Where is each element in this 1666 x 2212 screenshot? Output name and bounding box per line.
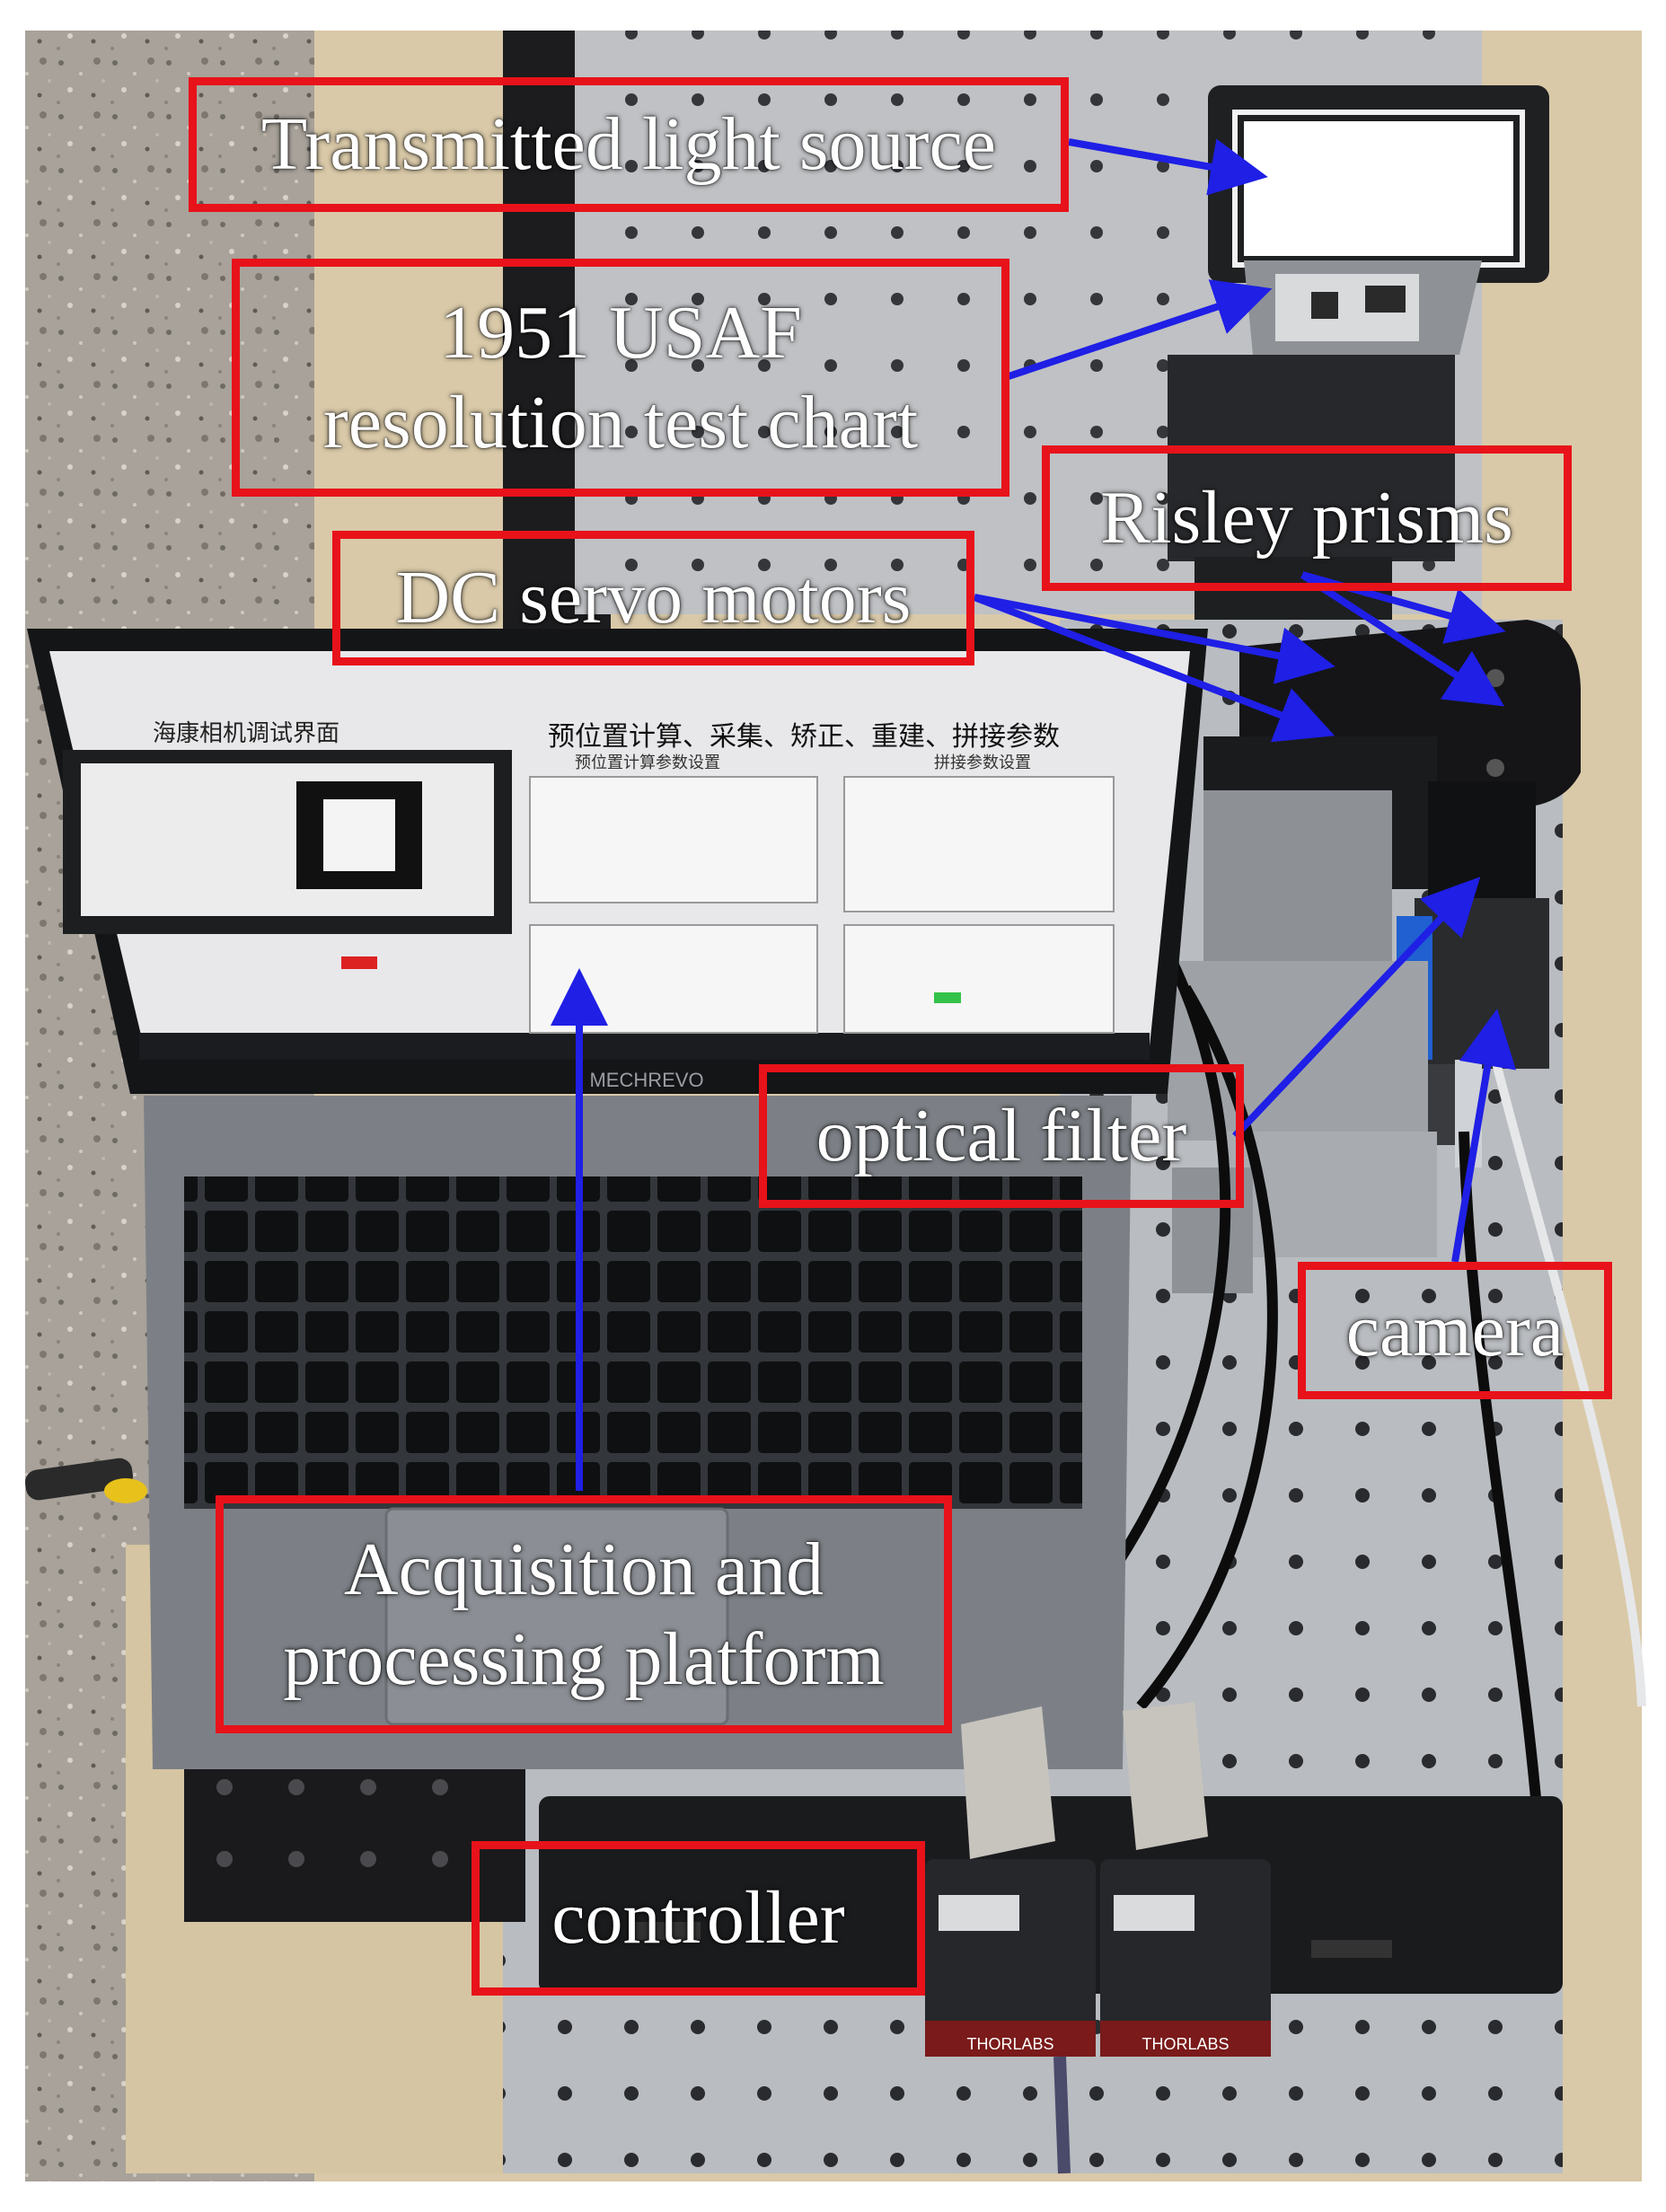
- light-source: [1208, 85, 1549, 283]
- label-camera: camera: [1345, 1288, 1565, 1372]
- callout-optical-filter: optical filter: [759, 1064, 1244, 1208]
- laptop-brand: MECHREVO: [589, 1069, 703, 1091]
- controller-right-brand: THORLABS: [1142, 2035, 1229, 2053]
- controller-units: THORLABS THORLABS: [925, 1859, 1271, 2174]
- label-platform-line1: Acquisition and: [343, 1528, 824, 1612]
- callout-camera: camera: [1298, 1262, 1612, 1399]
- callout-controller: controller: [472, 1841, 925, 1996]
- arrow-light-source: [1068, 138, 1268, 196]
- callout-platform: Acquisition and processing platform: [216, 1495, 952, 1733]
- usb-plug: [25, 1458, 147, 1503]
- arrow-motor-upper: [974, 594, 1335, 684]
- arrow-test-chart: [1004, 279, 1273, 381]
- arrow-motor-lower: [973, 594, 1335, 743]
- camera-assembly: [1397, 781, 1549, 1168]
- screen-right-title: 预位置计算、采集、矫正、重建、拼接参数: [548, 721, 1060, 753]
- label-platform-line2: processing platform: [283, 1617, 885, 1701]
- filter-mount: [1168, 961, 1437, 1293]
- label-usaf-line2: resolution test chart: [322, 380, 919, 464]
- screen-sub-left: 预位置计算参数设置: [575, 753, 720, 772]
- test-chart-holder: [1168, 260, 1482, 620]
- laptop: MECHREVO 海康相机调试界面 预位置计算、采集、矫正、重建、拼接参数 预位…: [27, 629, 1208, 1769]
- label-controller: controller: [551, 1876, 845, 1961]
- annotation-arrows: [551, 138, 1517, 1491]
- callout-risley-prisms: Risley prisms: [1042, 445, 1572, 591]
- arrow-optical-filter: [1232, 877, 1481, 1139]
- callout-transmitted-light-source: Transmitted light source: [189, 77, 1069, 212]
- label-optical-filter: optical filter: [815, 1094, 1187, 1178]
- label-risley-prisms: Risley prisms: [1100, 476, 1513, 560]
- label-dc-servo-motors: DC servo motors: [395, 556, 912, 640]
- callout-usaf-chart: 1951 USAF resolution test chart: [232, 259, 1009, 497]
- db-connectors: [961, 1702, 1208, 1859]
- screen-sub-right: 拼接参数设置: [934, 753, 1031, 772]
- label-usaf-line1: 1951 USAF: [439, 291, 802, 375]
- callout-dc-servo-motors: DC servo motors: [332, 531, 974, 665]
- arrow-camera: [1451, 1009, 1517, 1263]
- label-transmitted-light-source: Transmitted light source: [260, 102, 997, 187]
- arrow-prism-lower: [1300, 571, 1505, 707]
- screen-left-title: 海康相机调试界面: [153, 720, 339, 747]
- controller-left-brand: THORLABS: [966, 2035, 1053, 2053]
